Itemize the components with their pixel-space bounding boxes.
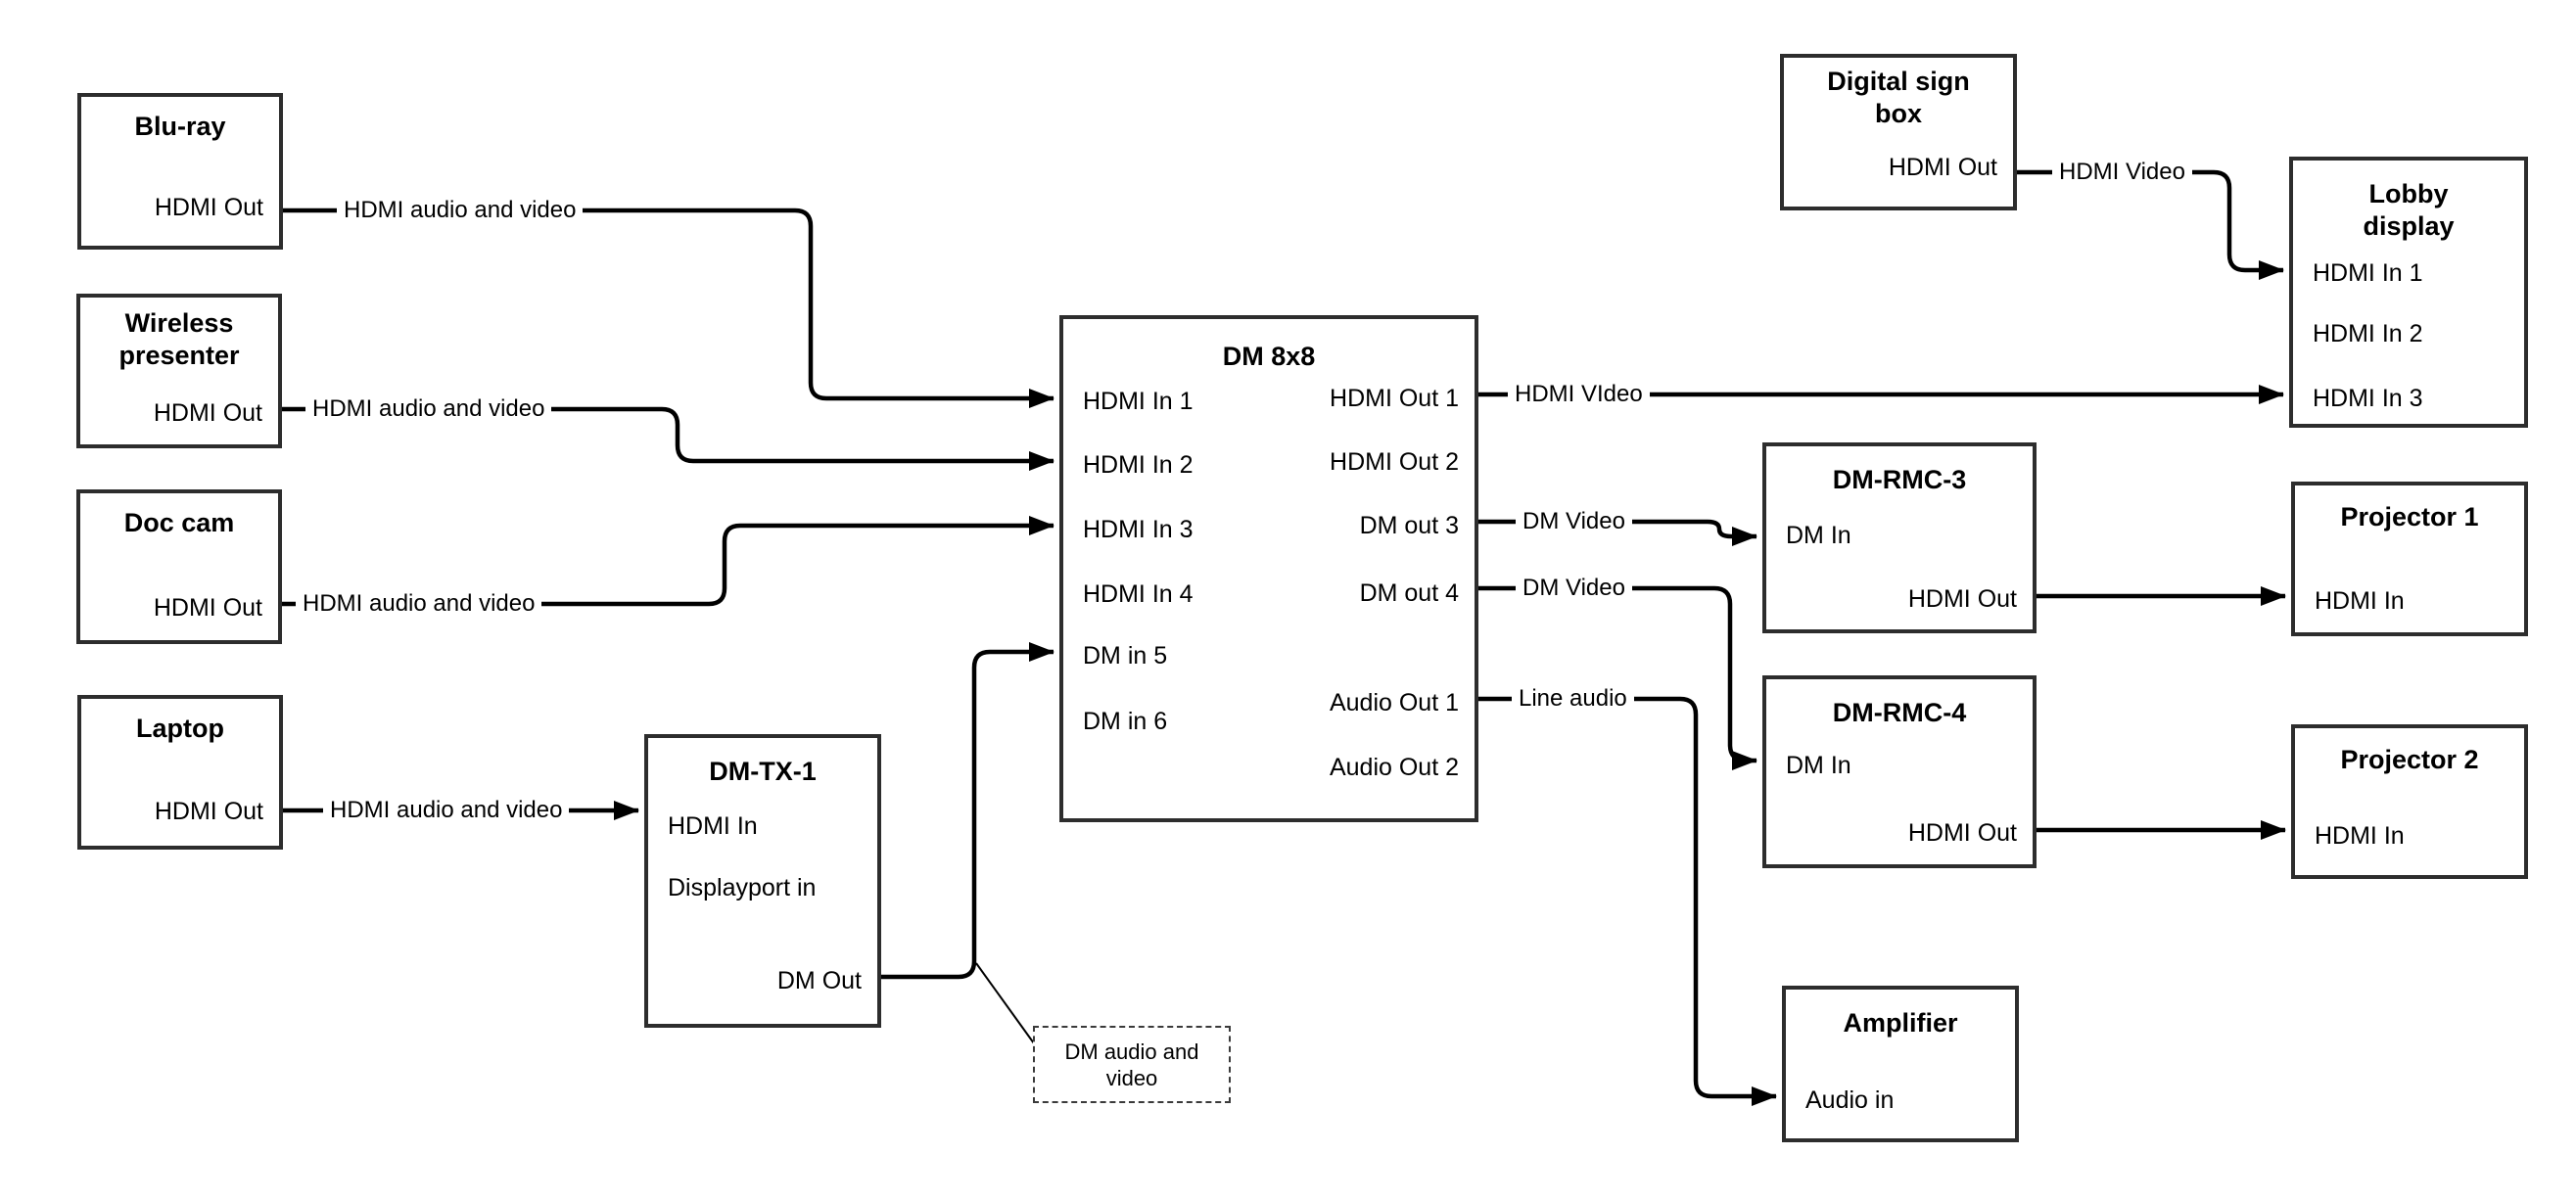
edge-label-hdmi-video-lobby: HDMI VIdeo <box>1508 380 1650 409</box>
edge-label-dm-video-rmc3: DM Video <box>1516 507 1632 536</box>
port-hdmi-in-2: HDMI In 2 <box>1083 451 1194 479</box>
note-dm-audio-and-video: DM audio and video <box>1033 1026 1231 1103</box>
node-dm-rmc-3: DM-RMC-3 DM In HDMI Out <box>1762 442 2037 633</box>
edge-dm8x8-to-rmc3 <box>1478 519 1757 546</box>
node-title: Lobby display <box>2363 179 2455 241</box>
node-projector-2: Projector 2 HDMI In <box>2291 724 2528 879</box>
port-dm-out-4: DM out 4 <box>1359 579 1459 607</box>
edge-label-hdmi-av-laptop: HDMI audio and video <box>323 796 570 825</box>
port-dm-in-6: DM in 6 <box>1083 708 1168 735</box>
node-dm-tx-1: DM-TX-1 HDMI In Displayport in DM Out <box>644 734 881 1028</box>
port-hdmi-out: HDMI Out <box>1907 585 2017 613</box>
port-hdmi-in-1: HDMI In 1 <box>2313 259 2423 287</box>
edge-label-hdmi-av-bluray: HDMI audio and video <box>337 196 584 225</box>
edge-doccam-to-dm8x8 <box>282 516 1054 607</box>
node-wireless-presenter: Wireless presenter HDMI Out <box>76 294 282 448</box>
edge-dm8x8-to-rmc4 <box>1478 585 1757 770</box>
node-title: Projector 1 <box>2340 502 2479 531</box>
edge-dmtx1-to-dm8x8 <box>881 642 1054 980</box>
port-hdmi-in: HDMI In <box>2315 587 2405 615</box>
port-dm-in-5: DM in 5 <box>1083 642 1168 670</box>
node-title: DM-RMC-4 <box>1832 698 1967 727</box>
edge-label-hdmi-video-sign: HDMI Video <box>2052 158 2192 187</box>
edge-dm8x8-to-amplifier <box>1478 696 1777 1106</box>
node-title: Digital sign box <box>1827 67 1970 128</box>
node-title: DM-TX-1 <box>709 757 817 786</box>
port-dm-in: DM In <box>1786 752 1851 779</box>
node-bluray: Blu-ray HDMI Out <box>77 93 283 250</box>
node-doc-cam: Doc cam HDMI Out <box>76 489 282 644</box>
port-hdmi-out: HDMI Out <box>153 399 262 427</box>
port-hdmi-in: HDMI In <box>668 812 758 840</box>
node-dm-8x8: DM 8x8 HDMI In 1 HDMI In 2 HDMI In 3 HDM… <box>1059 315 1478 822</box>
node-title: Blu-ray <box>134 112 226 141</box>
port-hdmi-out: HDMI Out <box>153 594 262 622</box>
port-hdmi-in-3: HDMI In 3 <box>1083 516 1194 543</box>
edge-wireless-to-dm8x8 <box>282 406 1054 471</box>
port-hdmi-out-2: HDMI Out 2 <box>1330 448 1459 476</box>
port-hdmi-out: HDMI Out <box>1888 154 1997 181</box>
node-title: Wireless presenter <box>118 308 240 370</box>
node-title: Doc cam <box>123 508 235 537</box>
node-dm-rmc-4: DM-RMC-4 DM In HDMI Out <box>1762 675 2037 868</box>
port-hdmi-out: HDMI Out <box>154 798 263 825</box>
edge-label-line-audio: Line audio <box>1512 684 1634 714</box>
node-title: Laptop <box>136 714 224 743</box>
port-hdmi-out-1: HDMI Out 1 <box>1330 385 1459 412</box>
edge-label-hdmi-av-wireless: HDMI audio and video <box>305 394 552 424</box>
edge-label-hdmi-av-doccam: HDMI audio and video <box>296 589 542 619</box>
node-title: DM-RMC-3 <box>1832 465 1967 494</box>
edge-bluray-to-dm8x8 <box>283 208 1054 408</box>
port-hdmi-in-3: HDMI In 3 <box>2313 385 2423 412</box>
port-dm-in: DM In <box>1786 522 1851 549</box>
node-projector-1: Projector 1 HDMI In <box>2291 482 2528 636</box>
port-hdmi-out: HDMI Out <box>1907 819 2017 847</box>
port-hdmi-in: HDMI In <box>2315 822 2405 850</box>
node-lobby-display: Lobby display HDMI In 1 HDMI In 2 HDMI I… <box>2289 157 2528 428</box>
node-digital-sign-box: Digital sign box HDMI Out <box>1780 54 2017 210</box>
port-hdmi-out: HDMI Out <box>154 194 263 221</box>
edge-sign-to-lobby <box>2017 169 2284 280</box>
port-displayport-in: Displayport in <box>668 874 817 901</box>
port-hdmi-in-2: HDMI In 2 <box>2313 320 2423 347</box>
port-hdmi-in-1: HDMI In 1 <box>1083 388 1194 415</box>
node-amplifier: Amplifier Audio in <box>1782 986 2019 1142</box>
port-audio-out-2: Audio Out 2 <box>1329 754 1459 781</box>
edge-label-dm-video-rmc4: DM Video <box>1516 574 1632 603</box>
port-audio-in: Audio in <box>1805 1086 1895 1114</box>
node-laptop: Laptop HDMI Out <box>77 695 283 850</box>
note-leader-line <box>975 962 1035 1044</box>
node-title: DM 8x8 <box>1222 342 1316 371</box>
node-title: Projector 2 <box>2340 745 2479 774</box>
port-audio-out-1: Audio Out 1 <box>1329 689 1459 716</box>
node-title: Amplifier <box>1843 1008 1958 1038</box>
port-dm-out-3: DM out 3 <box>1359 512 1459 539</box>
port-hdmi-in-4: HDMI In 4 <box>1083 580 1194 608</box>
port-dm-out: DM Out <box>776 967 862 994</box>
